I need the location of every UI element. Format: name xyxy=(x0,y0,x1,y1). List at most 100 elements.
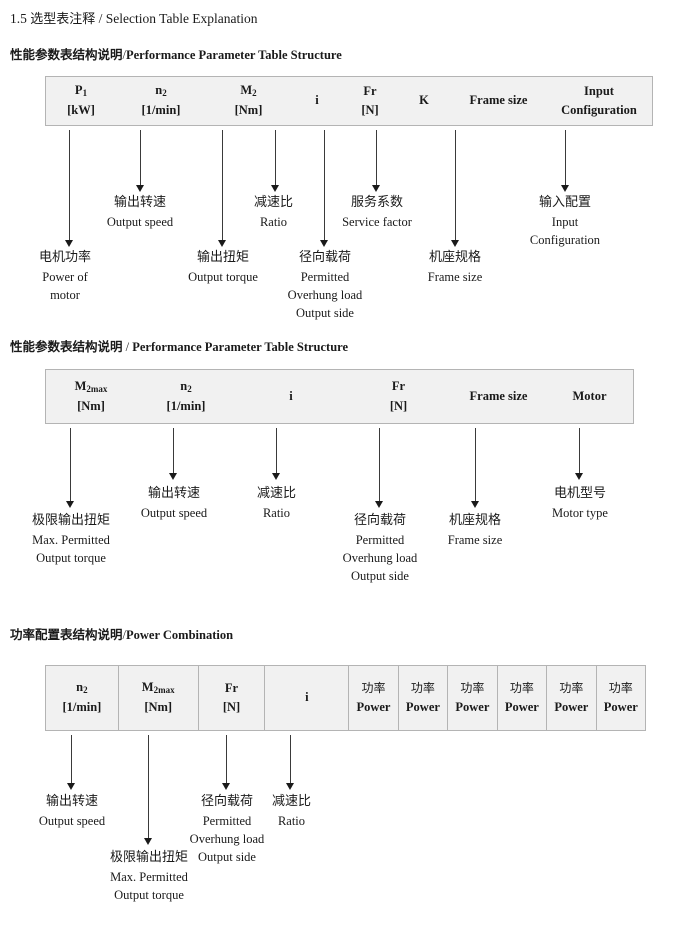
label-table2-frame-size: 机座规格 Frame size xyxy=(420,512,530,549)
table-3-header-power-1: 功率 Power xyxy=(348,666,397,730)
label-table2-max-output-torque-en1: Max. Permitted xyxy=(32,532,110,547)
table-2-header-m2max-unit: [Nm] xyxy=(77,398,105,413)
table-3-header-m2max-unit: [Nm] xyxy=(144,700,173,715)
label-table3-output-speed-en1: Output speed xyxy=(38,813,106,828)
arrow-table3-fr xyxy=(222,735,231,790)
table-3-header-fr-unit: [N] xyxy=(222,700,241,714)
label-table2-motor-type: 电机型号 Motor type xyxy=(525,485,635,522)
label-table1-overhung-load-en3: Output side xyxy=(296,306,354,321)
subsection-heading-2-cn: 性能参数表结构说明 xyxy=(10,339,123,354)
label-table2-overhung-load-en3: Output side xyxy=(351,569,409,584)
table-2-header-frame-size-label: Frame size xyxy=(469,388,528,403)
table-1-header-input-line2: Configuration xyxy=(561,103,637,117)
table-1-header-m2-unit: [Nm] xyxy=(234,103,263,118)
label-table1-power-of-motor-cn: 电机功率 xyxy=(38,250,91,265)
table-2-header-i: i xyxy=(236,370,346,423)
table-1-header-frame-size-label: Frame size xyxy=(469,93,528,108)
table-3-header-m2max-symbol: M2max xyxy=(141,680,175,696)
label-table2-ratio-cn: 减速比 xyxy=(256,486,296,501)
subsection-heading-1-en: Performance Parameter Table Structure xyxy=(126,48,342,62)
arrow-table1-k xyxy=(372,130,381,192)
label-table1-overhung-load-en1: Permitted xyxy=(300,269,350,284)
table-2-header-fr: Fr [N] xyxy=(346,370,451,423)
table-1-header-m2: M2 [Nm] xyxy=(206,77,291,125)
table-3-header-n2-symbol: n2 xyxy=(76,680,88,696)
performance-parameter-table-2: M2max [Nm] n2 [1/min] i Fr [N] Frame siz… xyxy=(45,369,634,424)
label-table1-power-of-motor-en1: Power of xyxy=(42,269,88,284)
label-table1-output-torque-en1: Output torque xyxy=(188,269,258,284)
label-table2-max-output-torque-cn: 极限输出扭矩 xyxy=(31,513,110,528)
arrow-table2-frame-size xyxy=(471,428,480,508)
table-1-header-p1-unit: [kW] xyxy=(67,103,95,118)
label-table2-ratio: 减速比 Ratio xyxy=(234,485,319,522)
table-1-header-n2-symbol: n2 xyxy=(155,83,167,99)
label-table3-overhung-load-cn: 径向载荷 xyxy=(200,794,253,809)
label-table1-input-configuration-en2: Configuration xyxy=(529,232,601,247)
label-table2-output-speed-en1: Output speed xyxy=(140,505,208,520)
section-title-cn: 选型表注释 xyxy=(30,12,96,27)
arrow-table3-n2 xyxy=(67,735,76,790)
table-3-header-power-6-cn: 功率 xyxy=(608,681,633,696)
section-number: 1.5 xyxy=(10,11,27,26)
label-table1-input-configuration-en1: Input xyxy=(551,214,579,229)
label-table3-output-speed-cn: 输出转速 xyxy=(45,794,98,809)
label-table3-max-output-torque-cn: 极限输出扭矩 xyxy=(109,850,188,865)
label-table1-overhung-load-en2: Overhung load xyxy=(287,287,363,302)
label-table3-max-output-torque-en2: Output torque xyxy=(114,887,184,902)
subsection-heading-3-sep: / xyxy=(122,628,126,642)
table-1-header-i: i xyxy=(291,77,343,125)
section-title-en: Selection Table Explanation xyxy=(105,11,258,26)
table-3-header-power-2-en: Power xyxy=(405,699,440,714)
arrow-table1-p1 xyxy=(65,130,74,247)
table-2-header-motor: Motor xyxy=(546,370,633,423)
arrow-table2-motor xyxy=(575,428,584,480)
table-3-header-power-5-en: Power xyxy=(554,699,589,714)
table-2-header-n2-unit: [1/min] xyxy=(166,398,206,413)
table-3-header-power-6: 功率 Power xyxy=(595,666,645,730)
label-table2-max-output-torque-en2: Output torque xyxy=(36,550,106,565)
label-table1-power-of-motor-en2: motor xyxy=(50,287,80,302)
table-3-header-power-2: 功率 Power xyxy=(397,666,447,730)
arrow-table1-n2 xyxy=(136,130,145,192)
table-1-header-n2: n2 [1/min] xyxy=(116,77,206,125)
label-table1-frame-size-en1: Frame size xyxy=(427,269,483,284)
table-2-header-fr-unit: [N] xyxy=(389,398,408,413)
label-table2-frame-size-en1: Frame size xyxy=(447,532,503,547)
label-table3-overhung-load-en2: Overhung load xyxy=(189,831,265,846)
table-1-header-frame-size: Frame size xyxy=(451,77,546,125)
table-1-header-p1-symbol: P1 xyxy=(74,83,88,99)
table-2-header-fr-symbol: Fr xyxy=(391,379,406,394)
label-table1-output-torque: 输出扭矩 Output torque xyxy=(168,249,278,286)
page-title: 1.5 选型表注释 / Selection Table Explanation xyxy=(10,8,258,27)
table-2-header-frame-size: Frame size xyxy=(451,370,546,423)
table-1-header-p1: P1 [kW] xyxy=(46,77,116,125)
table-2-header-n2-symbol: n2 xyxy=(180,378,192,394)
table-3-header-m2max: M2max [Nm] xyxy=(117,666,198,730)
subsection-heading-1-sep: / xyxy=(122,48,126,62)
table-2-header-i-symbol: i xyxy=(289,388,293,403)
arrow-table3-i xyxy=(286,735,295,790)
table-3-header-power-5: 功率 Power xyxy=(546,666,595,730)
label-table3-overhung-load: 径向载荷 Permitted Overhung load Output side xyxy=(171,793,283,866)
subsection-heading-2: 性能参数表结构说明 / Performance Parameter Table … xyxy=(10,336,348,355)
power-combination-table: n2 [1/min] M2max [Nm] Fr [N] i 功率 Power … xyxy=(45,665,646,731)
label-table1-output-speed-cn: 输出转速 xyxy=(113,195,166,210)
label-table3-overhung-load-en3: Output side xyxy=(198,850,256,865)
arrow-table1-input-configuration xyxy=(561,130,570,192)
arrow-table2-i xyxy=(272,428,281,480)
table-3-header-power-3-en: Power xyxy=(455,699,490,714)
subsection-heading-3-cn: 功率配置表结构说明 xyxy=(10,627,123,642)
label-table1-ratio: 减速比 Ratio xyxy=(231,194,316,231)
label-table2-motor-type-en1: Motor type xyxy=(552,505,608,520)
section-title-separator: / xyxy=(98,11,103,26)
subsection-heading-3: 功率配置表结构说明/Power Combination xyxy=(10,624,233,643)
subsection-heading-2-en: Performance Parameter Table Structure xyxy=(132,340,349,354)
label-table3-max-output-torque-en1: Max. Permitted xyxy=(110,869,188,884)
label-table1-service-factor-cn: 服务系数 xyxy=(350,195,403,210)
table-3-header-power-6-en: Power xyxy=(603,699,638,714)
table-1-header-input-line1: Input xyxy=(584,83,614,98)
table-3-header-power-4: 功率 Power xyxy=(496,666,546,730)
arrow-table2-fr xyxy=(375,428,384,508)
table-3-header-i: i xyxy=(264,666,348,730)
